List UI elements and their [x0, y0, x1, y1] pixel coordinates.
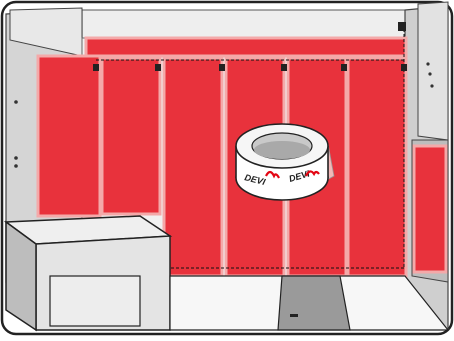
heating-mat-strip-5 — [348, 58, 406, 276]
heating-mat-strip-2 — [164, 58, 222, 276]
outlet-right-1 — [426, 62, 429, 65]
mat-right-wall — [414, 146, 446, 272]
outlet-right-2 — [428, 72, 431, 75]
heating-mat-strip-1 — [102, 58, 160, 214]
outlet-left-1 — [14, 100, 18, 104]
thermostat-box — [398, 22, 406, 31]
mat-clip-2 — [155, 64, 161, 71]
floor-drain — [290, 314, 298, 317]
right-wall-box — [418, 2, 448, 140]
outlet-left-2 — [14, 156, 18, 160]
mat-clip-4 — [281, 64, 287, 71]
mat-clip-3 — [219, 64, 225, 71]
outlet-right-3 — [430, 84, 433, 87]
tape-roll: DEVI DEVI — [236, 124, 334, 200]
mat-left-wall — [38, 56, 100, 216]
floor-drain-channel — [278, 276, 350, 330]
outlet-left-3 — [14, 164, 18, 168]
mat-top-strip — [86, 38, 406, 56]
mat-clip-5 — [341, 64, 347, 71]
back-wall-top — [82, 10, 405, 38]
mat-clip-6 — [401, 64, 407, 71]
bench-drawer — [50, 276, 140, 326]
mat-clip-1 — [93, 64, 99, 71]
